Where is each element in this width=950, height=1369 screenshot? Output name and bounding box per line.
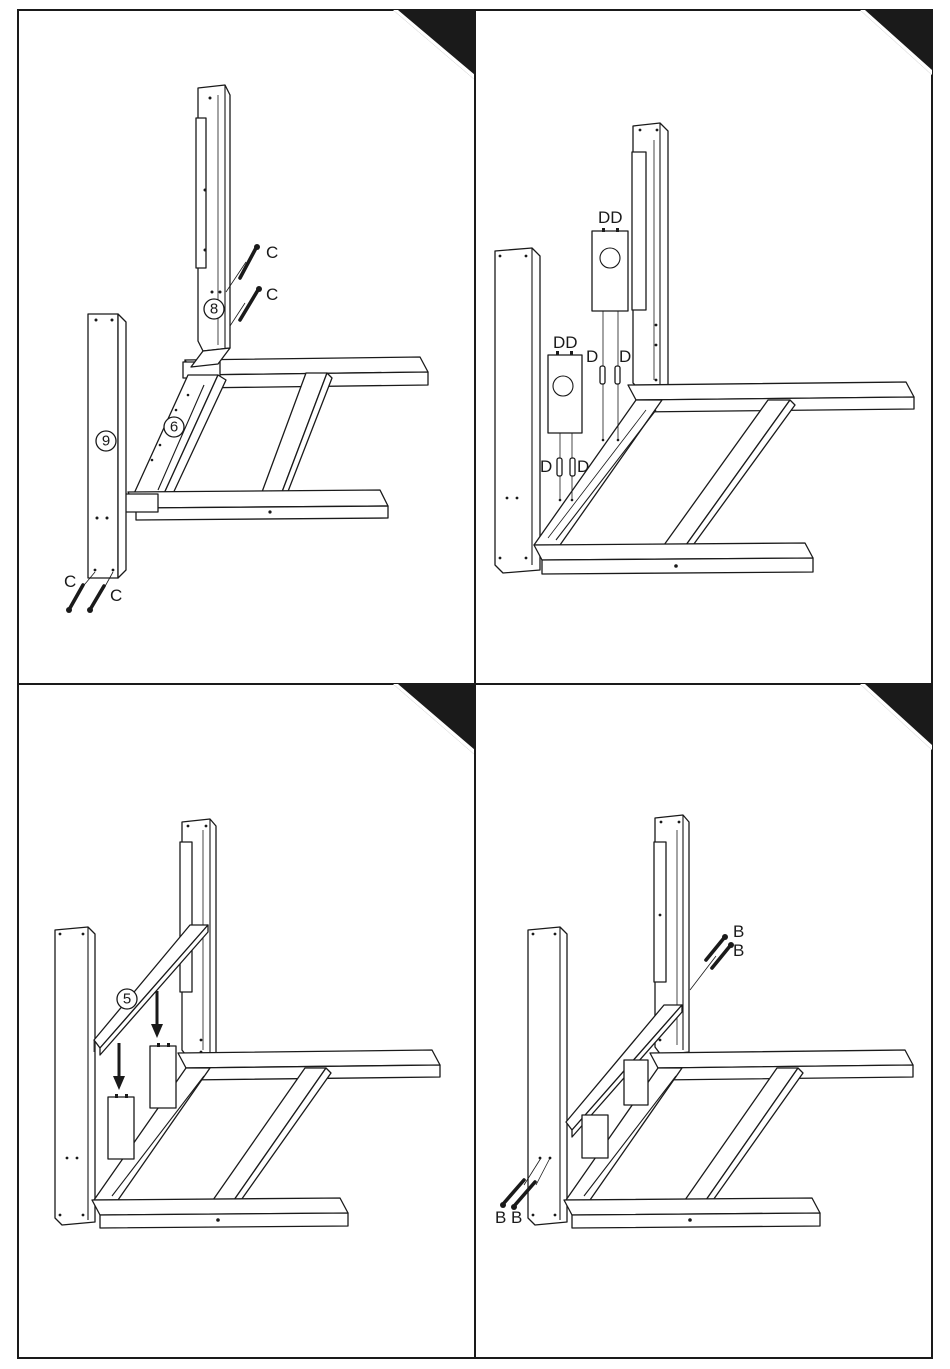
- dowel-icon: [557, 458, 562, 476]
- screw-label-b: B: [511, 1208, 522, 1227]
- screw-label-c: C: [64, 572, 76, 591]
- front-rail: [128, 490, 388, 508]
- dowel-label-dd: DD: [553, 333, 578, 352]
- cam-lock-icon: [108, 1097, 134, 1159]
- screw-label-c: C: [266, 285, 278, 304]
- dowel-icon: [615, 366, 620, 384]
- front-rail: [564, 1198, 820, 1215]
- dowel-label-dd: DD: [598, 208, 623, 227]
- front-rail: [92, 1198, 348, 1215]
- dowel-label-d: D: [586, 347, 598, 366]
- screw-label-b: B: [733, 922, 744, 941]
- cam-lock-icon: [150, 1046, 176, 1108]
- step-4-panel: B B B B: [475, 684, 932, 1358]
- part-9-number: 9: [102, 433, 110, 450]
- dowel-icon: [600, 366, 605, 384]
- front-rail: [534, 543, 813, 560]
- dowel-icon: [570, 458, 575, 476]
- front-upright: [495, 248, 540, 573]
- part-5-number: 5: [123, 991, 131, 1008]
- panel-frame: [475, 10, 932, 684]
- panel-frame: [18, 10, 475, 684]
- step-3-panel: 5: [18, 684, 475, 1358]
- dowel-label-d: D: [619, 347, 631, 366]
- screw-label-b: B: [495, 1208, 506, 1227]
- front-upright: [528, 927, 567, 1225]
- screw-label-c: C: [110, 586, 122, 605]
- screw-label-b: B: [733, 941, 744, 960]
- part-6-number: 6: [170, 419, 178, 436]
- step-1-panel: 8 6: [18, 10, 475, 684]
- step-2-panel: DD D D DD D D: [475, 10, 932, 684]
- part-8-number: 8: [210, 301, 218, 318]
- front-upright: [55, 927, 95, 1225]
- back-upright: [632, 123, 668, 391]
- dowel-label-d: D: [577, 457, 589, 476]
- dowel-label-d: D: [540, 457, 552, 476]
- screw-label-c: C: [266, 243, 278, 262]
